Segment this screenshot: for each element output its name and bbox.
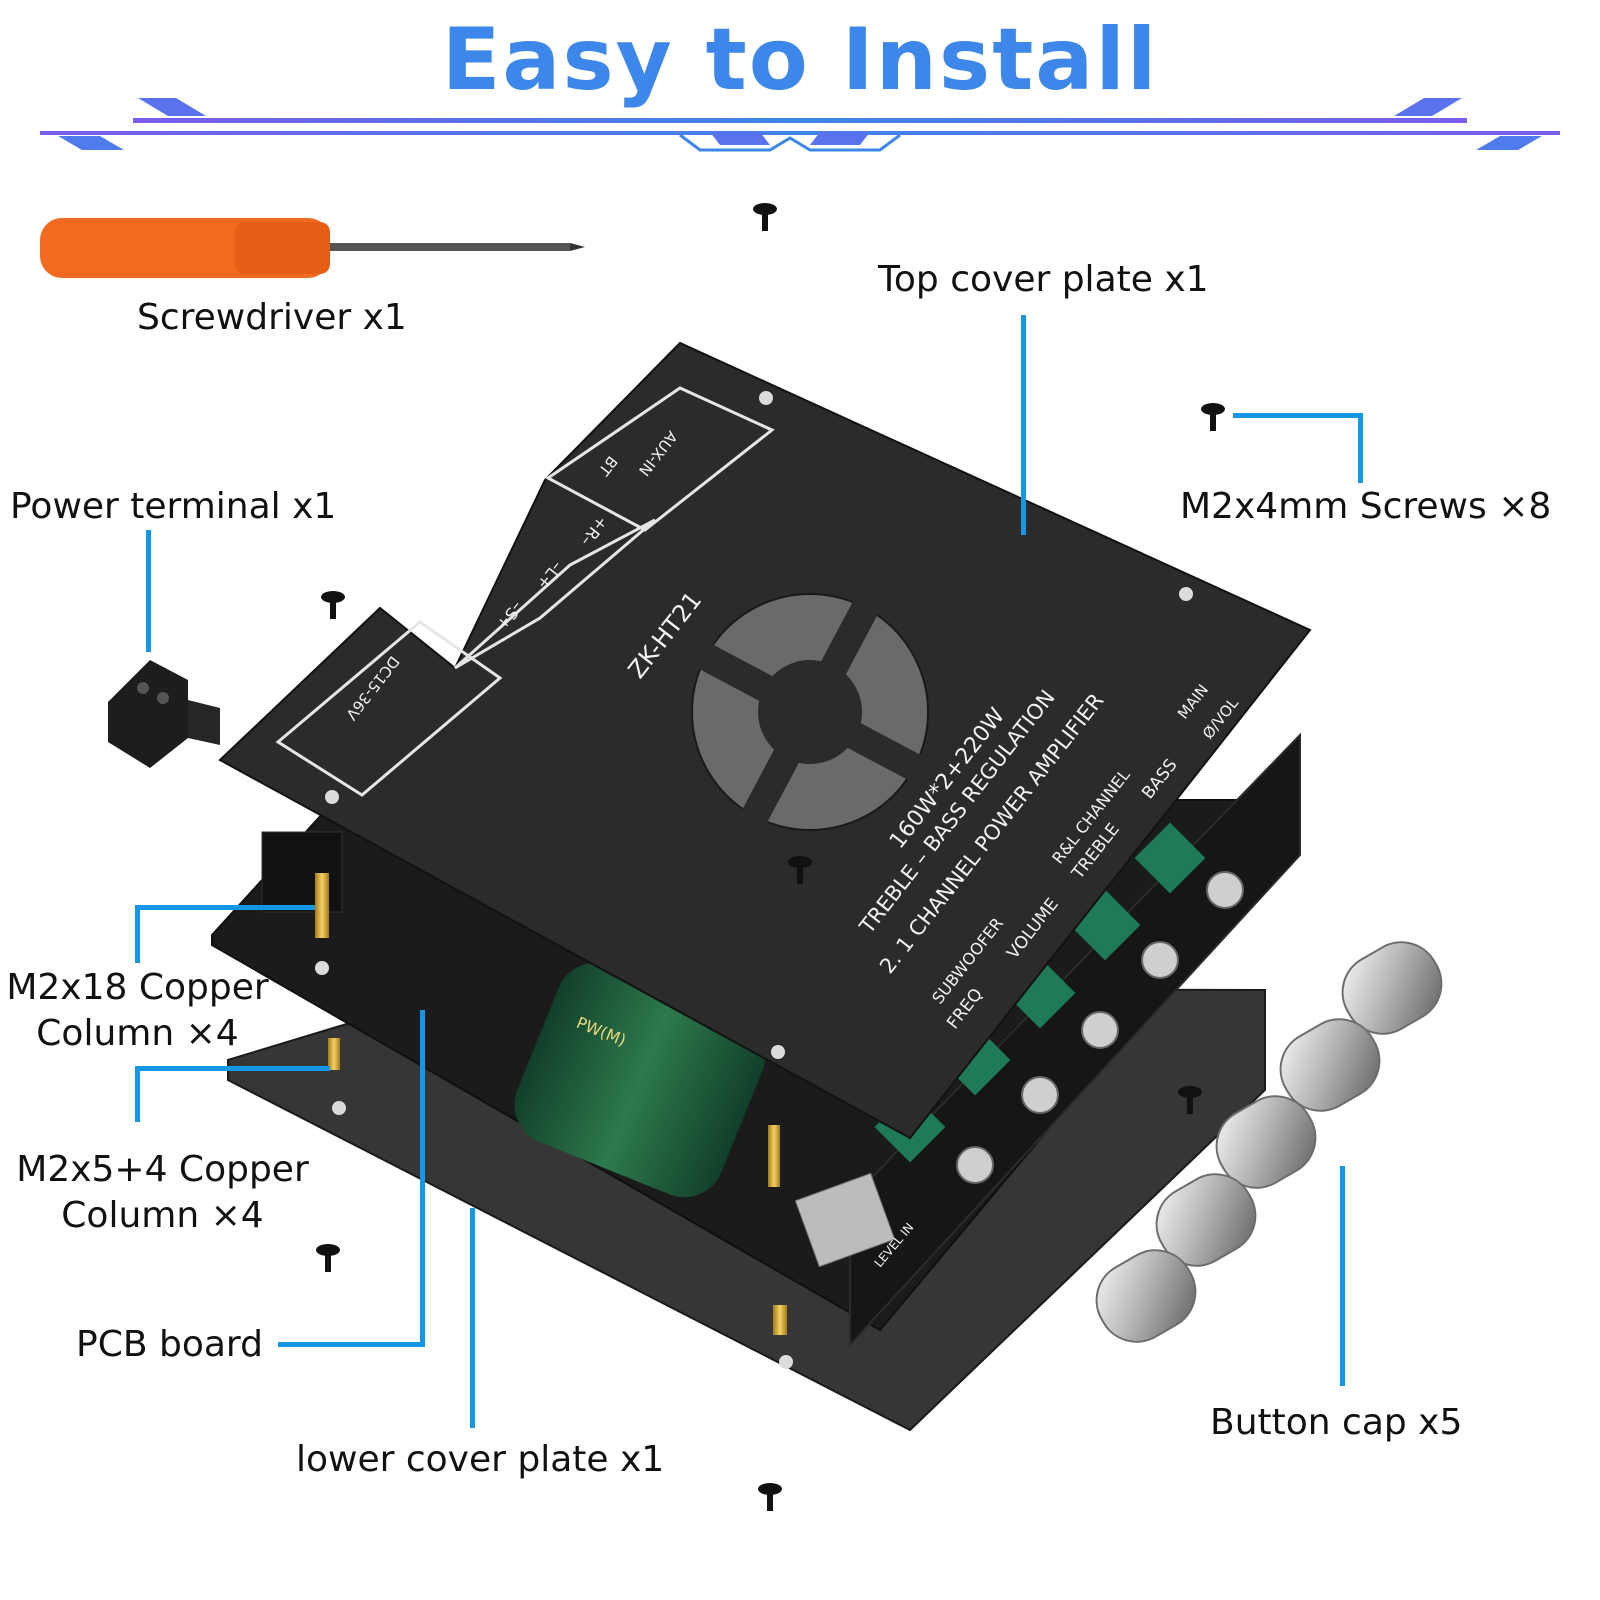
front-panel [849,732,1301,1348]
mounting-holes [315,391,1193,1369]
leader-line-copper-18 [135,905,315,910]
header-decoration [40,98,1560,152]
knob-shafts [956,871,1244,1184]
leader-line-power-terminal [146,530,151,652]
label-top-cover: Top cover plate x1 [878,259,1209,300]
leader-line-screws-drop [1358,413,1363,483]
label-lower-cover: lower cover plate x1 [296,1439,665,1480]
dc-jack [261,831,343,913]
label-copper-18: M2x18 Copper Column ×4 [0,965,275,1057]
screwdriver-icon [40,218,585,278]
usb-port [794,1172,896,1268]
page-title: Easy to Install [441,10,1159,110]
copper-column-icon [315,873,787,1335]
power-terminal-icon [108,660,220,768]
leader-line-copper-18-drop [135,905,140,963]
button-cap-icon [1095,941,1443,1343]
leader-line-copper-5-drop [135,1066,140,1122]
leader-line-top-cover [1021,315,1026,535]
label-screwdriver: Screwdriver x1 [137,297,407,338]
label-power-terminal: Power terminal x1 [10,486,337,527]
leader-line-button-cap [1340,1166,1345,1386]
label-button-cap: Button cap x5 [1210,1402,1463,1443]
leader-line-lower-cover [470,1208,475,1428]
leader-line-screws [1233,413,1363,418]
label-copper-18-line2: Column ×4 [36,1013,239,1054]
label-copper-18-line1: M2x18 Copper [6,967,269,1008]
screw-icon [316,203,1225,1511]
label-screws: M2x4mm Screws ×8 [1180,486,1552,527]
label-pcb: PCB board [76,1324,263,1365]
leader-line-pcb [420,1010,425,1347]
leader-line-pcb-horizontal [278,1342,425,1347]
label-copper-5: M2x5+4 Copper Column ×4 [10,1147,315,1239]
label-copper-5-line1: M2x5+4 Copper [16,1149,309,1190]
label-copper-5-line2: Column ×4 [61,1195,264,1236]
leader-line-copper-5 [135,1066,330,1071]
